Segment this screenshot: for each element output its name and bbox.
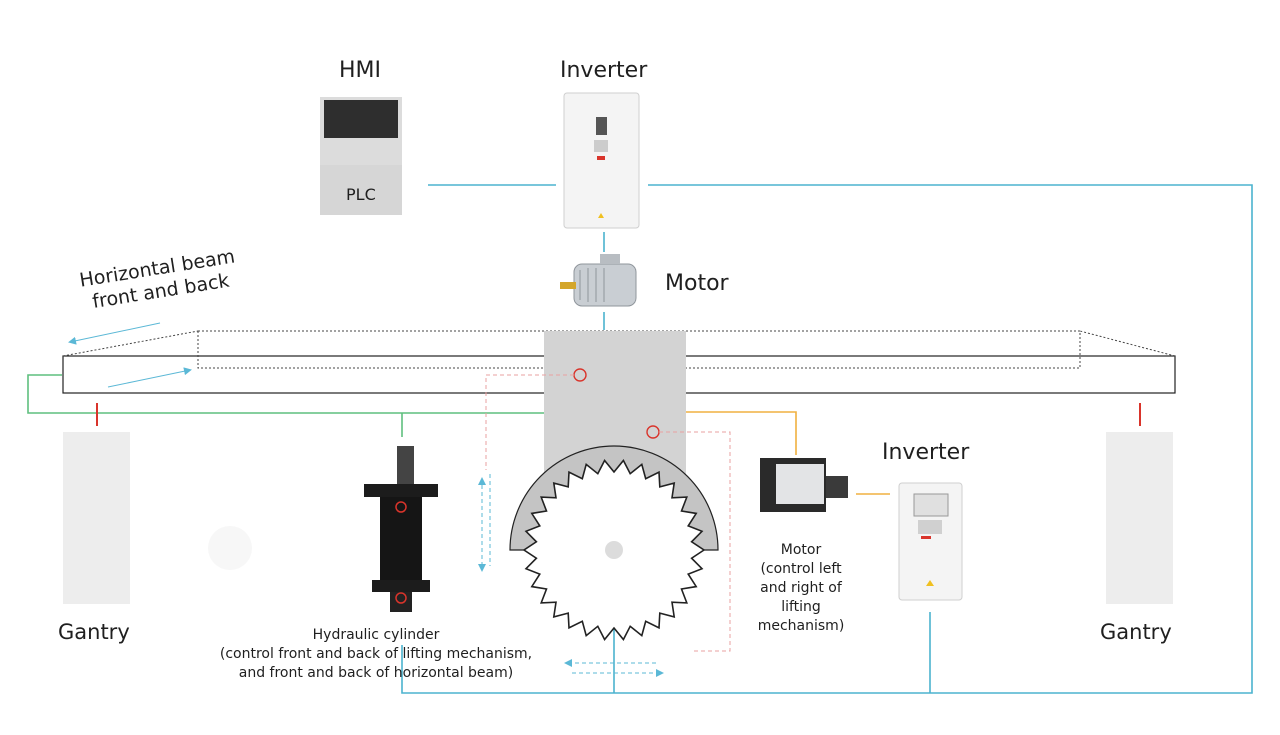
inverter-top-device xyxy=(563,92,640,229)
gantry-left xyxy=(63,403,130,604)
servo-motor-label: Motor (control left and right of lifting… xyxy=(757,542,845,634)
servo-link xyxy=(686,411,890,495)
inverter-right-label: Inverter xyxy=(882,440,970,465)
hydraulic-cylinder-device xyxy=(364,446,438,612)
hydraulic-link xyxy=(27,374,544,437)
motor-top-label: Motor xyxy=(665,271,729,296)
hydraulic-cylinder-label: Hydraulic cylinder (control front and ba… xyxy=(219,627,533,681)
inverter-top-label: Inverter xyxy=(560,58,648,83)
hmi-label: HMI xyxy=(339,58,382,83)
hmi-plc-unit xyxy=(320,97,402,215)
gantry-right-label: Gantry xyxy=(1100,620,1172,644)
motor-top-device xyxy=(560,254,637,307)
motion-guides xyxy=(478,374,731,677)
gantry-right xyxy=(1106,403,1173,604)
inverter-right-device xyxy=(898,482,963,601)
gantry-left-label: Gantry xyxy=(58,620,130,644)
plc-label: PLC xyxy=(346,185,376,204)
lifting-mechanism xyxy=(509,331,719,641)
servo-motor-device xyxy=(760,458,848,512)
